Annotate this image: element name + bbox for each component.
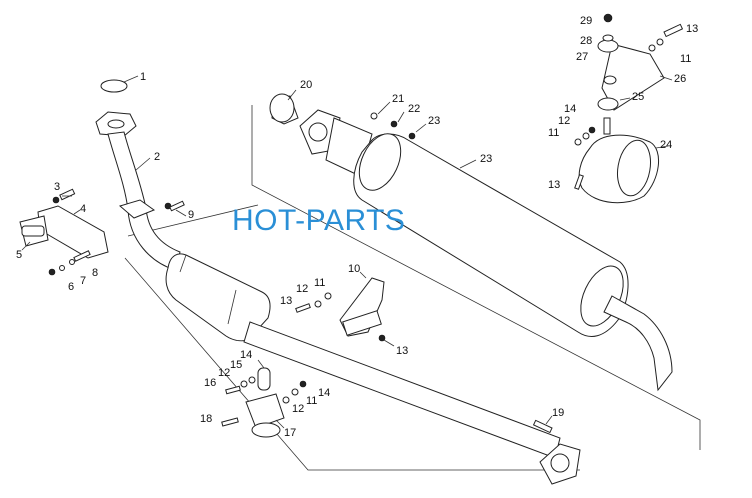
callout-11b: 11 — [306, 395, 317, 407]
callout-13b: 13 — [548, 179, 560, 191]
callout-23a: 22 — [408, 103, 420, 115]
callout-3: 3 — [54, 181, 60, 193]
callout-5: 5 — [16, 249, 22, 261]
callout-10: 10 — [348, 263, 360, 275]
callout-7: 7 — [80, 275, 86, 287]
tail-strap-assembly — [574, 13, 684, 204]
callout-26: 25 — [632, 91, 644, 103]
callout-labels: 1 2 3 4 5 6 7 8 9 10 11 11 11 11 12 12 1… — [16, 15, 698, 439]
front-bracket-assembly — [19, 188, 185, 276]
callout-19: 18 — [200, 413, 212, 425]
callout-12d: 12 — [558, 115, 570, 127]
callout-28: 27 — [576, 51, 588, 63]
pipe-clamp — [118, 199, 156, 219]
callout-25: 24 — [660, 139, 672, 151]
callout-29: 28 — [580, 35, 592, 47]
callout-12c: 12 — [292, 403, 304, 415]
watermark-text: HOT-PARTS — [232, 204, 405, 237]
callout-1: 1 — [140, 71, 146, 83]
callout-4: 4 — [80, 203, 86, 215]
callout-24: 23 — [480, 153, 492, 165]
callout-20: 19 — [552, 407, 564, 419]
callout-22: 21 — [392, 93, 404, 105]
rear-hanger-assembly — [221, 367, 307, 438]
callout-11d: 11 — [680, 53, 691, 65]
leader-lines — [21, 75, 673, 429]
callout-16: 15 — [230, 359, 242, 371]
callout-12b: 12 — [218, 367, 230, 379]
callout-14c: 14 — [564, 103, 576, 115]
callout-14b: 14 — [318, 387, 330, 399]
callout-27: 26 — [674, 73, 686, 85]
callout-11a: 11 — [314, 277, 325, 289]
callout-17: 16 — [204, 377, 216, 389]
front-pipe — [95, 79, 181, 271]
callout-13c: 13 — [686, 23, 698, 35]
callout-12a: 12 — [296, 283, 308, 295]
rear-flange — [532, 419, 581, 485]
callout-9: 9 — [188, 209, 194, 221]
callout-2: 2 — [154, 151, 160, 163]
callout-15: 14 — [240, 349, 252, 361]
callout-30: 29 — [580, 15, 592, 27]
hanger-bracket — [295, 277, 386, 342]
callout-11c: 11 — [548, 127, 559, 139]
gasket-ring — [100, 79, 128, 93]
callout-8: 8 — [92, 267, 98, 279]
muffler-assembly — [269, 93, 673, 392]
callout-23b: 23 — [428, 115, 440, 127]
callout-13a: 13 — [280, 295, 292, 307]
callout-14a: 13 — [396, 345, 408, 357]
callout-21: 20 — [300, 79, 312, 91]
callout-6: 6 — [68, 281, 74, 293]
callout-18: 17 — [284, 427, 296, 439]
